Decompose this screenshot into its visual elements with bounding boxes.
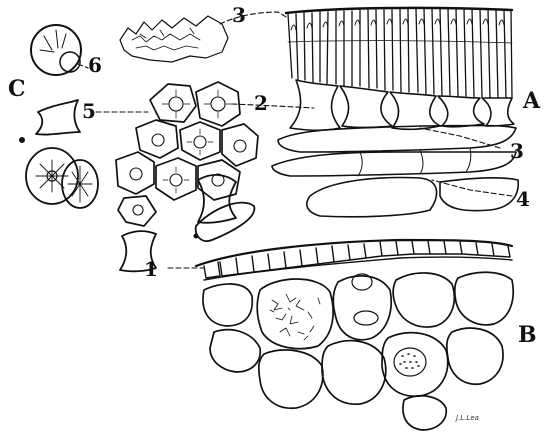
large-cell-granular: [257, 279, 333, 349]
hourglass-cell: [340, 86, 392, 128]
panel-label-b: B: [518, 322, 537, 348]
large-cell: [210, 330, 260, 372]
nucleus: [169, 97, 183, 111]
granular-contents: [270, 274, 426, 376]
polygon-cell: [150, 84, 196, 122]
parenchyma-layer: [272, 126, 518, 217]
callout-4: 4: [516, 187, 530, 211]
leader-2: [232, 104, 314, 108]
parenchyma-cell: [440, 178, 518, 211]
leader-lines: [78, 12, 512, 268]
cell-pits: [40, 30, 66, 52]
callout-labels: 1 2 3 3 4 5 6: [82, 3, 530, 281]
callout-3-right: 3: [510, 139, 524, 163]
nucleus: [211, 97, 225, 111]
granules: [270, 294, 320, 340]
twin-round-cells: [26, 148, 98, 208]
parenchyma-cell: [307, 178, 437, 217]
ink-dot: [19, 137, 25, 143]
polygon-cell: [136, 120, 178, 158]
loose-hourglass-cells: [120, 175, 254, 271]
large-cell: [203, 284, 252, 326]
leader-3-top: [220, 12, 288, 24]
dots: [400, 354, 419, 368]
polygon-cell: [116, 152, 154, 194]
fragment-outline: [120, 16, 228, 62]
ink-dot: [194, 234, 199, 239]
large-cell: [322, 341, 386, 405]
large-cell: [393, 273, 454, 327]
nucleus: [130, 168, 142, 180]
isolated-hourglass-cell: [36, 100, 80, 135]
nucleus: [152, 134, 164, 146]
panel-label-c: C: [8, 76, 26, 102]
hourglass-cell: [438, 96, 484, 127]
hourglass-cell: [390, 92, 440, 129]
large-cell: [333, 276, 391, 340]
callout-5: 5: [82, 99, 96, 123]
hourglass-cell: [290, 80, 340, 130]
fragment-texture: [132, 28, 200, 50]
nucleus: [170, 174, 182, 186]
callout-3-top: 3: [232, 3, 246, 27]
pitted-cell-cluster: [116, 82, 258, 226]
hourglass-cell-layer: [290, 80, 514, 130]
hourglass-cell: [482, 98, 514, 126]
polygon-cell: [156, 158, 196, 200]
isolated-cell-top: [31, 25, 81, 75]
panel-a-seed-coat-section: A: [272, 8, 541, 217]
large-cell: [447, 328, 503, 384]
callout-2: 2: [254, 91, 268, 115]
nucleus: [133, 205, 143, 215]
nucleus: [194, 136, 206, 148]
large-cell: [455, 272, 514, 325]
panel-b-cross-section: J.L.Lea B: [196, 240, 537, 430]
callout-6: 6: [88, 53, 102, 77]
nucleus: [234, 140, 246, 152]
polygon-cell: [222, 124, 258, 166]
inclusion: [354, 311, 378, 325]
inner-parenchyma: [203, 272, 513, 430]
elongated-cell: [196, 203, 255, 241]
artist-signature: J.L.Lea: [454, 414, 479, 422]
leader-4: [432, 180, 512, 196]
large-cell: [259, 350, 323, 408]
epidermis-fragment: [120, 16, 228, 62]
leader-3-right: [420, 128, 500, 148]
parenchyma-cell: [272, 152, 516, 176]
polygon-cell: [118, 196, 156, 226]
callout-1: 1: [144, 257, 158, 281]
large-cell: [403, 396, 446, 430]
panel-label-a: A: [522, 88, 541, 114]
large-cell-dotted: [382, 333, 448, 397]
